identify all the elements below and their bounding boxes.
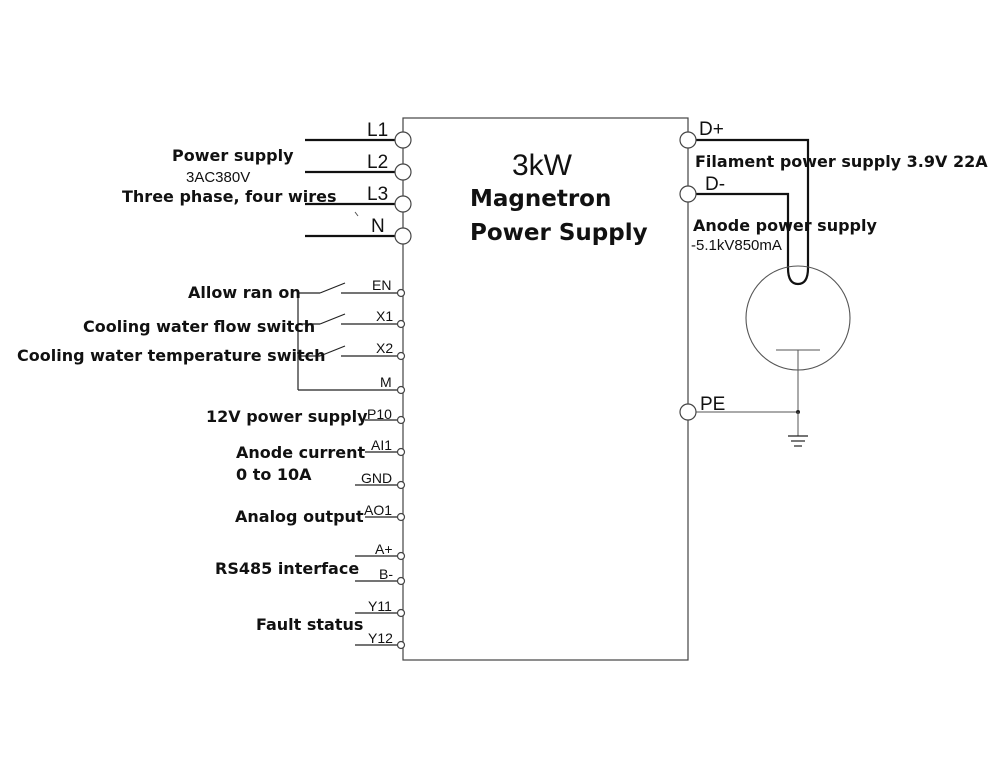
box-title-line2: Magnetron [470,186,611,212]
anode-spec-label: -5.1kV850mA [691,237,782,254]
label-d-plus: D+ [699,119,724,140]
terminal-y12 [396,640,406,650]
label-l2: L2 [367,152,388,173]
power-supply-box [402,117,689,661]
output-group: D+ D- PE Filament power supply 3.9V 22A … [679,119,988,447]
label-b-minus: B- [379,566,393,582]
terminal-gnd [396,480,406,490]
terminal-l3 [394,195,412,213]
terminal-ai1 [396,447,406,457]
filament-wire-d-minus [695,192,790,223]
terminal-a-plus [396,551,406,561]
label-ao1: AO1 [364,502,392,518]
label-pe: PE [700,394,725,415]
temp-switch-label: Cooling water temperature switch [17,346,325,365]
label-l1: L1 [367,120,388,141]
power-input-group: L1 L2 L3 N Power supply 3AC380V Three ph… [122,120,412,245]
label-a-plus: A+ [375,541,393,557]
terminal-d-minus [679,185,697,203]
label-p10: P10 [367,406,392,422]
terminal-n [394,227,412,245]
rs485-label: RS485 interface [215,559,359,578]
terminal-en [396,288,406,298]
terminal-m [396,385,406,395]
terminal-d-plus [679,131,697,149]
anode-current-label: Anode current [236,443,366,462]
filament-label: Filament power supply 3.9V 22A [695,152,988,171]
wiring-label: Three phase, four wires [122,187,336,206]
anode-range-label: 0 to 10A [236,465,312,484]
label-x2: X2 [376,340,393,356]
box-title-line3: Power Supply [470,220,648,246]
allow-run-label: Allow ran on [188,283,301,302]
terminal-y11 [396,608,406,618]
switch-x1 [319,313,346,325]
supply-12v-label: 12V power supply [206,407,368,426]
filament-wire-d-plus [695,138,810,286]
label-m: M [380,374,392,390]
box-title-rating: 3kW [512,149,573,182]
terminal-pe [679,403,697,421]
flow-switch-label: Cooling water flow switch [83,317,315,336]
fault-status-label: Fault status [256,615,363,634]
terminal-l1 [394,131,412,149]
label-y12: Y12 [368,630,393,646]
terminal-x1 [396,319,406,329]
label-ai1: AI1 [371,437,392,453]
terminal-p10 [396,415,406,425]
terminal-l2 [394,163,412,181]
anode-supply-label: Anode power supply [693,216,877,235]
label-gnd: GND [361,470,392,486]
terminal-x2 [396,351,406,361]
label-n: N [371,216,385,237]
label-d-minus: D- [705,174,725,195]
switch-en [319,282,346,294]
label-x1: X1 [376,308,393,324]
label-l3: L3 [367,184,388,205]
analog-output-label: Analog output [235,507,364,526]
terminal-b-minus [396,576,406,586]
terminal-ao1 [396,512,406,522]
power-supply-label: Power supply [172,146,294,165]
voltage-label: 3AC380V [186,169,250,186]
control-terminals-group: EN X1 X2 M P10 AI1 GND AO1 A+ B- Y11 Y12… [17,277,406,650]
label-y11: Y11 [368,598,392,614]
switch-x2 [319,345,346,357]
tick-mark [354,211,359,217]
label-en: EN [372,277,391,293]
